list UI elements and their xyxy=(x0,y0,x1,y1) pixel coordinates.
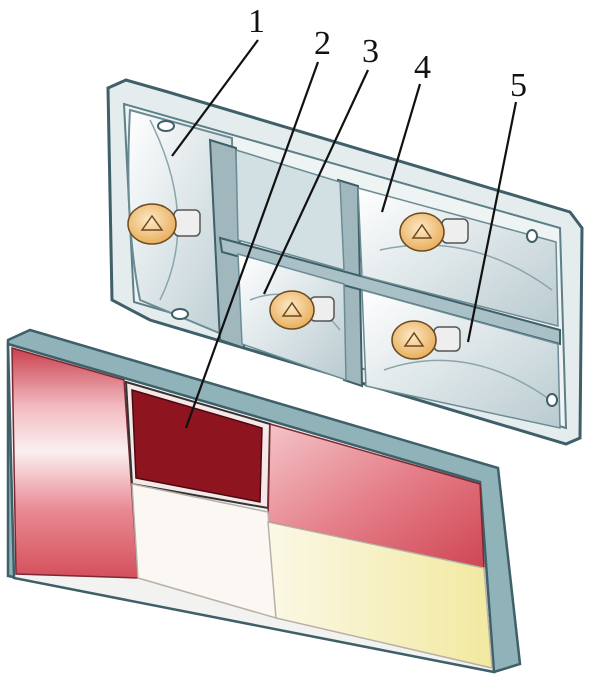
bulb-socket xyxy=(433,326,461,352)
bulb-filament xyxy=(403,331,425,347)
bulb-filament xyxy=(281,301,303,317)
reflector-arc xyxy=(383,359,557,405)
lens-reflector-red xyxy=(131,388,263,503)
reflector-arc xyxy=(379,244,553,291)
lamp-housing xyxy=(106,78,584,446)
mounting-hole xyxy=(546,393,558,407)
lens-segment-left-red xyxy=(11,347,139,579)
callout-2: 2 xyxy=(314,25,331,62)
bulb-glass xyxy=(391,320,437,360)
mounting-hole xyxy=(171,308,189,320)
leader-line-2 xyxy=(184,61,320,429)
bulb-glass xyxy=(127,203,177,245)
callout-5: 5 xyxy=(510,67,527,104)
leader-line-3 xyxy=(263,69,369,295)
mounting-hole xyxy=(157,120,175,132)
leader-lines xyxy=(171,39,518,429)
bulb-glass xyxy=(269,290,315,330)
leader-line-5 xyxy=(466,101,518,343)
mounting-hole xyxy=(526,229,538,243)
bulb-socket xyxy=(173,209,201,237)
bulb-socket xyxy=(441,218,469,244)
divider-wall-horizontal xyxy=(218,236,561,346)
lamp-lens xyxy=(6,328,522,674)
lens-segment-amber xyxy=(267,521,493,669)
leader-line-1 xyxy=(171,39,259,157)
bulb-glass xyxy=(399,212,445,252)
bulb-filament xyxy=(140,214,164,231)
leader-line-4 xyxy=(380,83,422,213)
callout-4: 4 xyxy=(414,49,431,86)
bulb-5 xyxy=(391,320,461,360)
callout-1: 1 xyxy=(248,3,265,40)
bulb-1 xyxy=(127,203,201,245)
bulb-filament xyxy=(411,223,433,239)
bulb-3 xyxy=(269,290,335,330)
bulb-4 xyxy=(399,212,469,252)
callout-3: 3 xyxy=(362,33,379,70)
